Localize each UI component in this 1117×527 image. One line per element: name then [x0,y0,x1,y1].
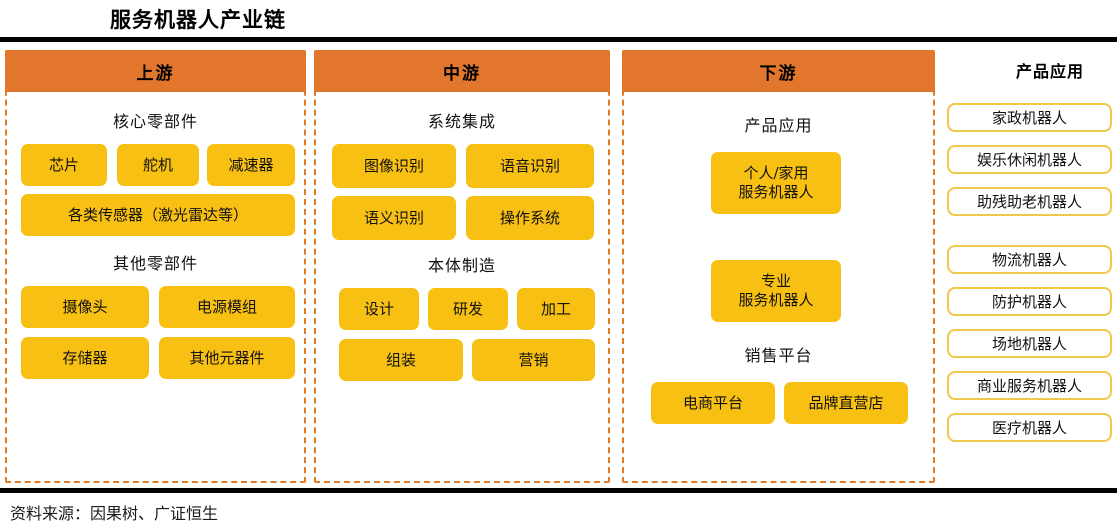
column-midstream: 中游 系统集成 图像识别 语音识别 语义识别 操作系统 本体制造 设计 研发 加… [314,50,610,483]
pill-ecommerce-platform[interactable]: 电商平台 [651,382,775,424]
pill-other-components[interactable]: 其他元器件 [159,337,295,379]
bottom-rule [0,488,1117,493]
column-body-upstream: 核心零部件 芯片 舵机 减速器 各类传感器（激光雷达等） 其他零部件 摄像头 电… [7,94,304,481]
app-item-protection-robot[interactable]: 防护机器人 [947,287,1112,316]
column-header-midstream: 中游 [314,50,610,92]
pill-brand-store[interactable]: 品牌直营店 [784,382,908,424]
pill-reducer[interactable]: 减速器 [207,144,295,186]
pill-chip[interactable]: 芯片 [21,144,107,186]
column-body-downstream: 产品应用 个人/家用 服务机器人 专业 服务机器人 销售平台 电商平台 品牌直营… [624,94,933,481]
pill-rnd[interactable]: 研发 [428,288,508,330]
app-item-medical-robot[interactable]: 医疗机器人 [947,413,1112,442]
section-label-system-integration: 系统集成 [427,112,496,131]
column-header-upstream: 上游 [5,50,306,92]
pill-professional-service-robot[interactable]: 专业 服务机器人 [711,260,841,322]
pill-servo[interactable]: 舵机 [117,144,199,186]
app-item-field-robot[interactable]: 场地机器人 [947,329,1112,358]
pill-design[interactable]: 设计 [339,288,419,330]
pill-semantic-recognition[interactable]: 语义识别 [332,196,456,240]
pill-camera[interactable]: 摄像头 [21,286,149,328]
app-item-commercial-service-robot[interactable]: 商业服务机器人 [947,371,1112,400]
column-upstream: 上游 核心零部件 芯片 舵机 减速器 各类传感器（激光雷达等） 其他零部件 摄像… [5,50,306,483]
applications-title: 产品应用 [1015,62,1084,81]
pill-memory[interactable]: 存储器 [21,337,149,379]
app-item-assistive-robot[interactable]: 助残助老机器人 [947,187,1112,216]
section-label-core-parts: 核心零部件 [112,112,198,131]
source-note: 资料来源：因果树、广证恒生 [10,504,219,523]
pill-image-recognition[interactable]: 图像识别 [332,144,456,188]
app-item-housekeeping-robot[interactable]: 家政机器人 [947,103,1112,132]
pill-processing[interactable]: 加工 [517,288,595,330]
pill-assembly[interactable]: 组装 [339,339,463,381]
top-rule [0,37,1117,42]
column-header-downstream: 下游 [622,50,935,92]
section-label-other-parts: 其他零部件 [112,254,198,273]
column-body-midstream: 系统集成 图像识别 语音识别 语义识别 操作系统 本体制造 设计 研发 加工 组… [316,94,608,481]
page-title: 服务机器人产业链 [110,7,286,32]
pill-speech-recognition[interactable]: 语音识别 [466,144,594,188]
pill-sensors[interactable]: 各类传感器（激光雷达等） [21,194,295,236]
pill-operating-system[interactable]: 操作系统 [466,196,594,240]
section-label-product-application: 产品应用 [744,116,813,135]
pill-marketing[interactable]: 营销 [472,339,595,381]
app-item-entertainment-robot[interactable]: 娱乐休闲机器人 [947,145,1112,174]
app-item-logistics-robot[interactable]: 物流机器人 [947,245,1112,274]
column-downstream: 下游 产品应用 个人/家用 服务机器人 专业 服务机器人 销售平台 电商平台 品… [622,50,935,483]
pill-power-module[interactable]: 电源模组 [159,286,295,328]
section-label-body-manufacturing: 本体制造 [427,256,496,275]
pill-personal-home-service-robot[interactable]: 个人/家用 服务机器人 [711,152,841,214]
section-label-sales-platform: 销售平台 [744,346,813,365]
